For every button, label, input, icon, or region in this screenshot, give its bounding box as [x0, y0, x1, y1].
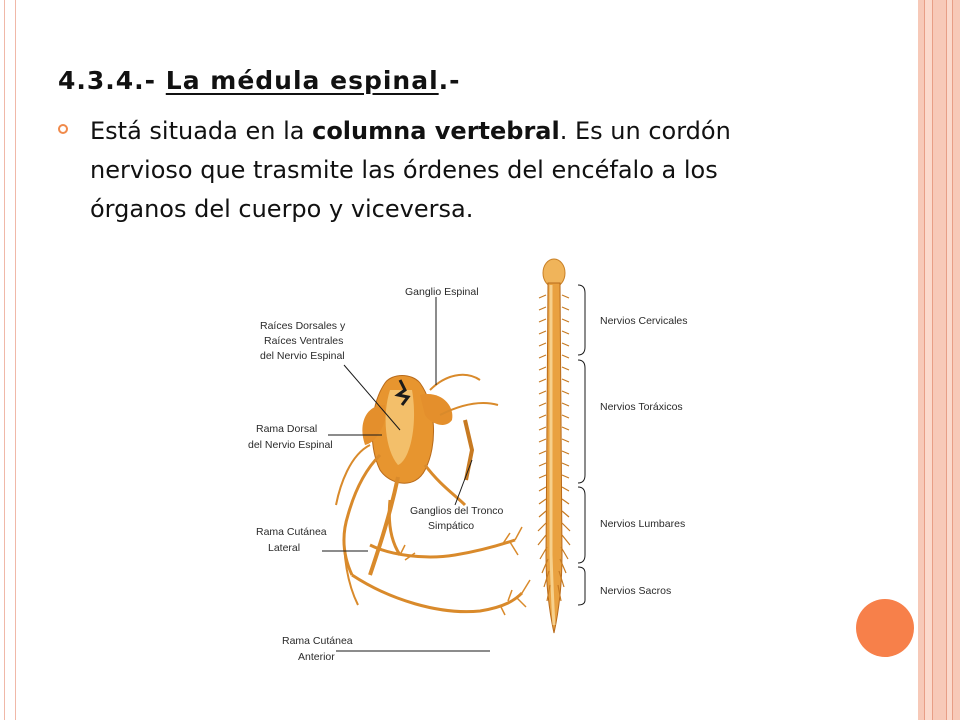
spinal-nerve-ticks: [537, 294, 571, 602]
label-ganglios-tronco-line2: Simpático: [428, 520, 474, 532]
bullet-text: Está situada en la columna vertebral. Es…: [90, 112, 778, 229]
label-raices-line2: Raíces Ventrales: [264, 335, 343, 347]
bullet-text-part1: Está situada en la: [90, 117, 313, 145]
label-nervios-toraxicos: Nervios Toráxicos: [600, 401, 683, 413]
label-rama-lateral-line1: Rama Cutánea: [256, 526, 327, 538]
label-rama-dorsal-line2: del Nervio Espinal: [248, 439, 333, 451]
label-nervios-cervicales: Nervios Cervicales: [600, 315, 688, 327]
label-rama-lateral-line2: Lateral: [268, 542, 300, 554]
label-nervios-sacros: Nervios Sacros: [600, 585, 671, 597]
label-nervios-lumbares: Nervios Lumbares: [600, 518, 685, 530]
bullet-text-bold: columna vertebral: [312, 117, 560, 145]
nerve-cross-section: [335, 373, 531, 616]
label-rama-dorsal-line1: Rama Dorsal: [256, 423, 317, 435]
label-rama-anterior-line2: Anterior: [298, 651, 335, 663]
heading-number: 4.3.4.-: [58, 66, 166, 95]
label-rama-anterior-line1: Rama Cutánea: [282, 635, 353, 647]
label-ganglios-tronco-line1: Ganglios del Tronco: [410, 505, 504, 517]
spinal-column: [537, 258, 571, 634]
bullet-text-part2: . Es un cordón nervioso que trasmite las…: [90, 117, 731, 223]
label-raices-line1: Raíces Dorsales y: [260, 320, 346, 332]
heading-suffix: .-: [438, 66, 461, 95]
spinal-cord-figure: Ganglio Espinal Raíces Dorsales y Raíces…: [240, 255, 710, 675]
right-border-decoration: [918, 0, 960, 720]
label-ganglio-espinal: Ganglio Espinal: [405, 286, 479, 298]
left-border-decoration: [4, 0, 16, 720]
slide-heading: 4.3.4.- La médula espinal.-: [58, 66, 461, 95]
label-raices-line3: del Nervio Espinal: [260, 350, 345, 362]
left-leader-lines: [322, 297, 490, 652]
spinal-cord-illustration: Ganglio Espinal Raíces Dorsales y Raíces…: [248, 258, 688, 663]
decorative-orange-circle: [856, 599, 914, 657]
bullet-item: Está situada en la columna vertebral. Es…: [58, 112, 778, 229]
bullet-circle-icon: [58, 124, 68, 134]
region-brackets: [577, 284, 586, 606]
heading-title: La médula espinal: [165, 66, 439, 95]
